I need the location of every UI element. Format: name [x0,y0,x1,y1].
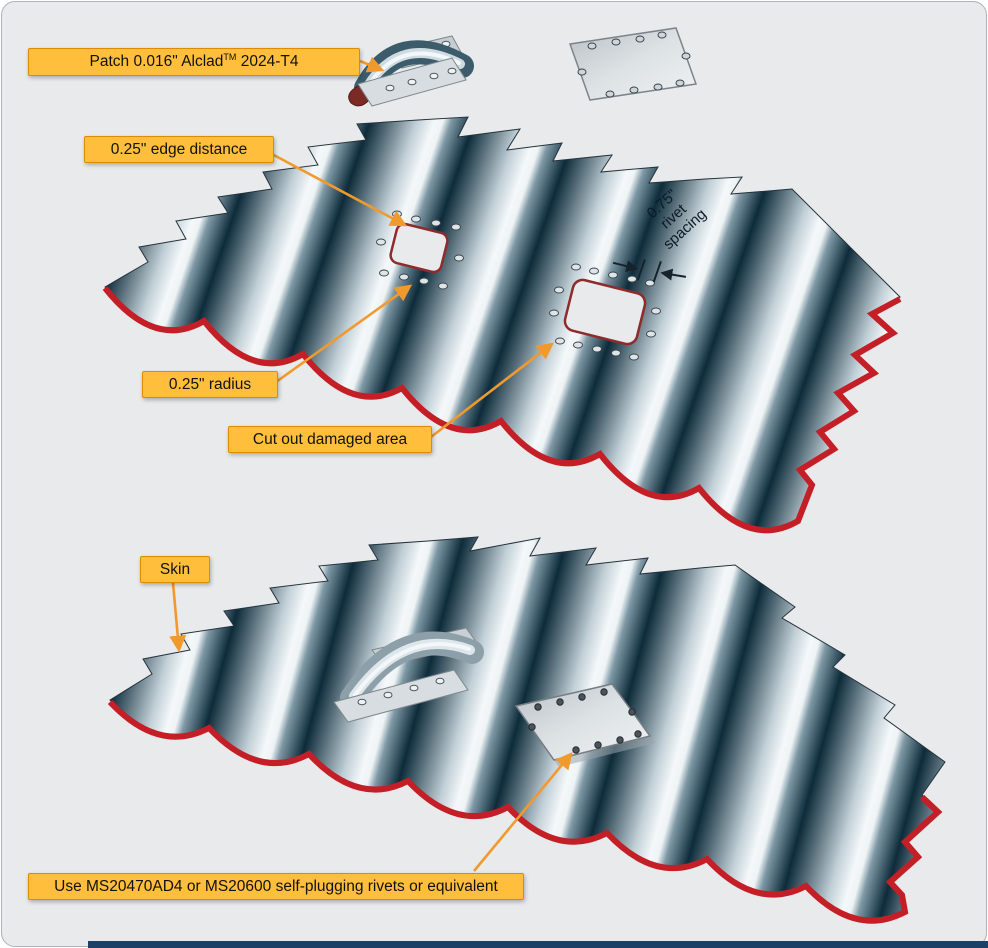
callout-skin: Skin [140,556,210,584]
installed-flat-patch-rivets [528,688,642,754]
cutout-1 [389,222,449,274]
page-bottom-rule [88,941,988,948]
top-panel-red-edge [102,286,902,534]
loose-corrugated-patch [348,35,474,107]
bottom-panel-surface [109,536,946,920]
cutout-2 [563,278,647,346]
loose-flat-patch [568,27,698,101]
bottom-repaired-panel [107,536,946,924]
installed-patch-front-holes [357,677,445,706]
patch-label-text: Patch 0.016" Alclad [89,53,224,71]
arrow-skin [169,582,187,653]
installed-patch-front-flange [333,669,469,723]
top-damaged-panel [102,116,902,534]
patch-hump-highlight [367,51,461,87]
installed-flat-patch [514,683,655,767]
rivet-spacing-measure [612,259,687,283]
arrow-edge-distance [269,151,408,227]
cutout-2-rivet-holes [549,263,661,361]
callout-patch-material: Patch 0.016" AlcladTM 2024-T4 [28,48,360,76]
flat-plate-holes [577,31,691,98]
callout-rivet-spec: Use MS20470AD4 or MS20600 self-plugging … [28,873,524,901]
patch-label-alloy: 2024-T4 [240,53,299,71]
arrow-cut-out [430,342,555,439]
installed-patch-hump-bright [353,642,471,697]
callout-cut-out: Cut out damaged area [228,426,432,454]
patch-front-holes [385,67,457,92]
callout-radius: 0.25" radius [142,371,278,399]
installed-corrugated-patch [333,627,484,723]
arrow-radius [275,284,413,384]
arrow-patch-label [359,56,385,73]
trademark-mark: TM [223,52,237,62]
flat-plate [568,27,698,101]
callout-edge-distance: 0.25" edge distance [84,136,274,164]
arrow-rivets [472,752,573,872]
bottom-panel-red-edge [107,699,943,924]
top-panel-surface [104,116,901,530]
callout-arrows [169,56,573,872]
